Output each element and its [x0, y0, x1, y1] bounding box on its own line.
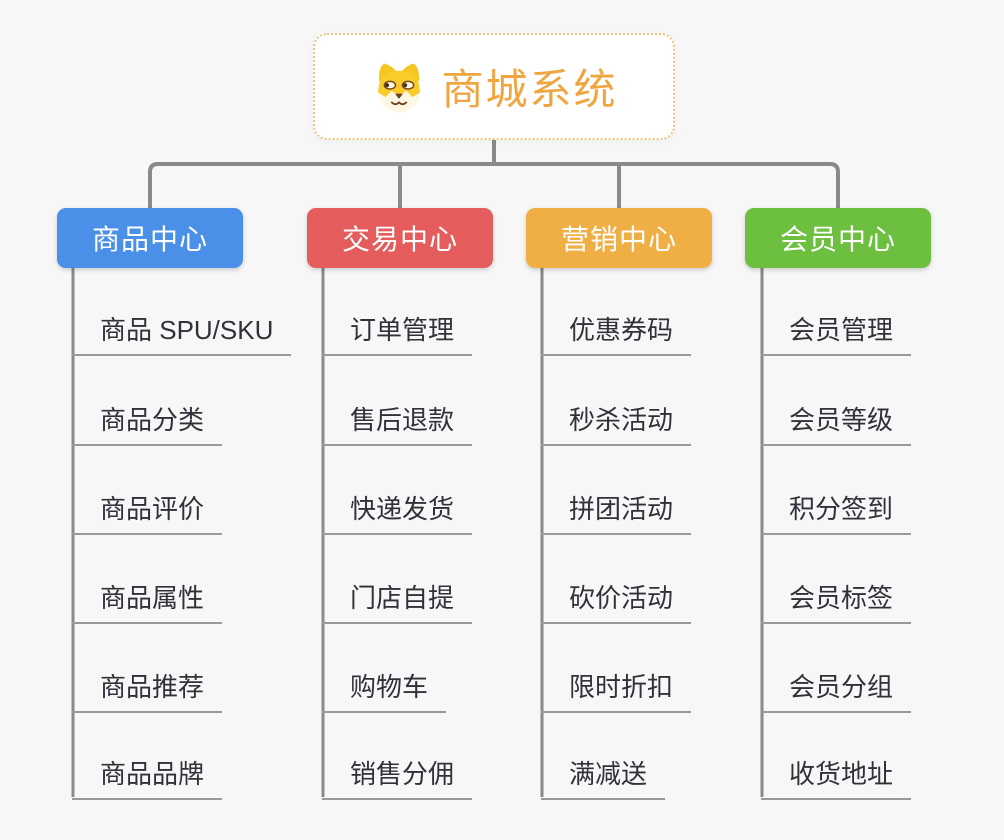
leaf-node[interactable]: 商品品牌	[72, 756, 223, 800]
leaf-node[interactable]: 砍价活动	[541, 580, 692, 624]
leaf-node[interactable]: 销售分佣	[322, 756, 473, 800]
leaf-node[interactable]: 限时折扣	[541, 669, 692, 713]
leaf-node[interactable]: 售后退款	[322, 402, 473, 446]
branch-node-member-center[interactable]: 会员中心	[745, 208, 931, 268]
root-node[interactable]: 商城系统	[313, 33, 675, 140]
leaf-node[interactable]: 拼团活动	[541, 491, 692, 535]
leaf-node[interactable]: 订单管理	[322, 312, 473, 356]
leaf-node[interactable]: 会员分组	[761, 669, 912, 713]
leaf-node[interactable]: 秒杀活动	[541, 402, 692, 446]
leaf-node[interactable]: 会员标签	[761, 580, 912, 624]
leaf-node[interactable]: 满减送	[541, 756, 666, 800]
leaf-node[interactable]: 商品分类	[72, 402, 223, 446]
leaf-node[interactable]: 优惠券码	[541, 312, 692, 356]
root-title: 商城系统	[441, 66, 618, 113]
leaf-node[interactable]: 商品 SPU/SKU	[72, 312, 292, 356]
leaf-node[interactable]: 会员管理	[761, 312, 912, 356]
leaf-node[interactable]: 商品推荐	[72, 669, 223, 713]
branch-node-trade-center[interactable]: 交易中心	[307, 208, 493, 268]
leaf-node[interactable]: 收货地址	[761, 756, 912, 800]
leaf-node[interactable]: 商品评价	[72, 491, 223, 535]
leaf-node[interactable]: 门店自提	[322, 580, 473, 624]
branch-node-marketing-center[interactable]: 营销中心	[526, 208, 712, 268]
branch-node-product-center[interactable]: 商品中心	[57, 208, 243, 268]
leaf-node[interactable]: 商品属性	[72, 580, 223, 624]
leaf-node[interactable]: 快递发货	[322, 491, 473, 535]
leaf-node[interactable]: 会员等级	[761, 402, 912, 446]
leaf-node[interactable]: 积分签到	[761, 491, 912, 535]
leaf-node[interactable]: 购物车	[322, 669, 447, 713]
dog-face-icon	[378, 62, 421, 112]
